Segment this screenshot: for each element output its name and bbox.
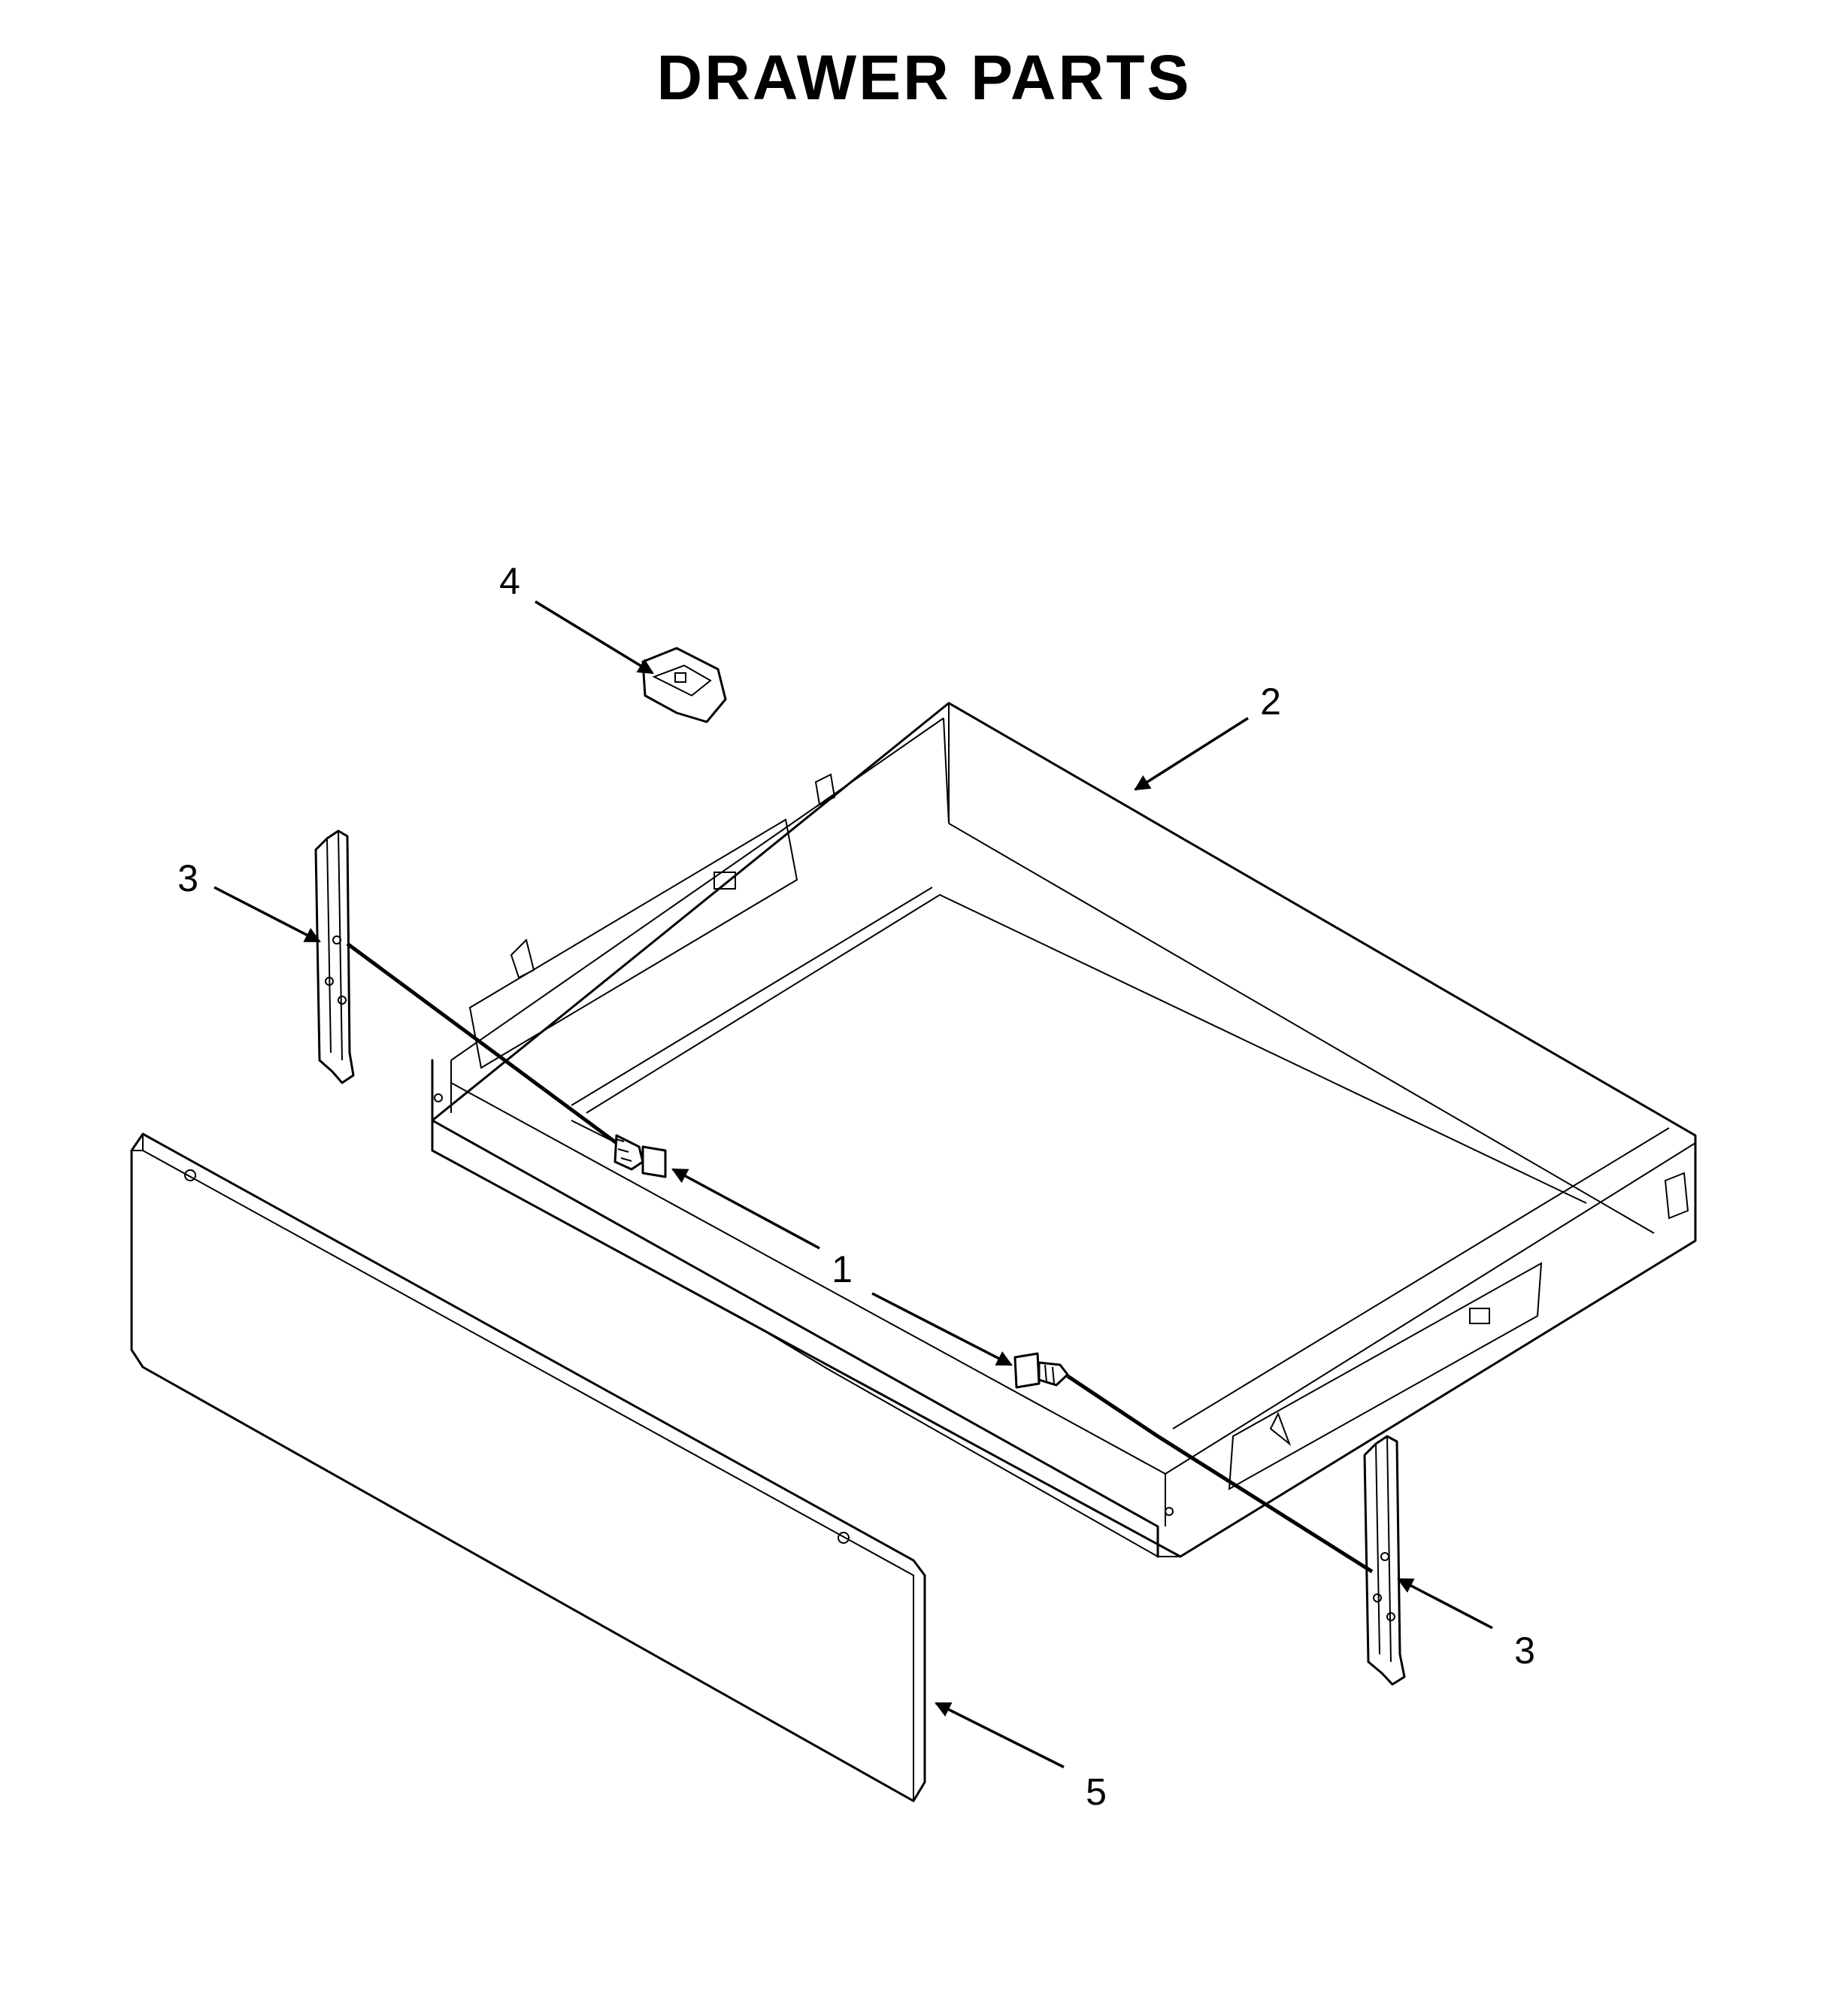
screw-left bbox=[613, 1134, 667, 1178]
leader-lines bbox=[214, 600, 1493, 1769]
callout-drawer-body: 2 bbox=[1260, 681, 1281, 723]
callout-drawer-panel: 5 bbox=[1086, 1771, 1107, 1813]
callout-clip: 4 bbox=[499, 560, 520, 602]
drawer-rail-left bbox=[314, 829, 355, 1084]
drawer-body bbox=[431, 702, 1697, 1558]
drawer-front-panel bbox=[130, 1132, 926, 1802]
callout-rail-left: 3 bbox=[177, 857, 198, 899]
page-title: DRAWER PARTS bbox=[656, 42, 1192, 113]
drawer-clip bbox=[641, 647, 727, 723]
drawer-rail-right bbox=[1363, 1435, 1406, 1686]
explode-lines bbox=[346, 941, 1374, 1574]
callouts: 1 2 3 3 4 5 bbox=[177, 560, 1535, 1813]
screw-right bbox=[1013, 1352, 1069, 1389]
callout-screw: 1 bbox=[832, 1248, 853, 1290]
callout-rail-right: 3 bbox=[1514, 1630, 1535, 1672]
